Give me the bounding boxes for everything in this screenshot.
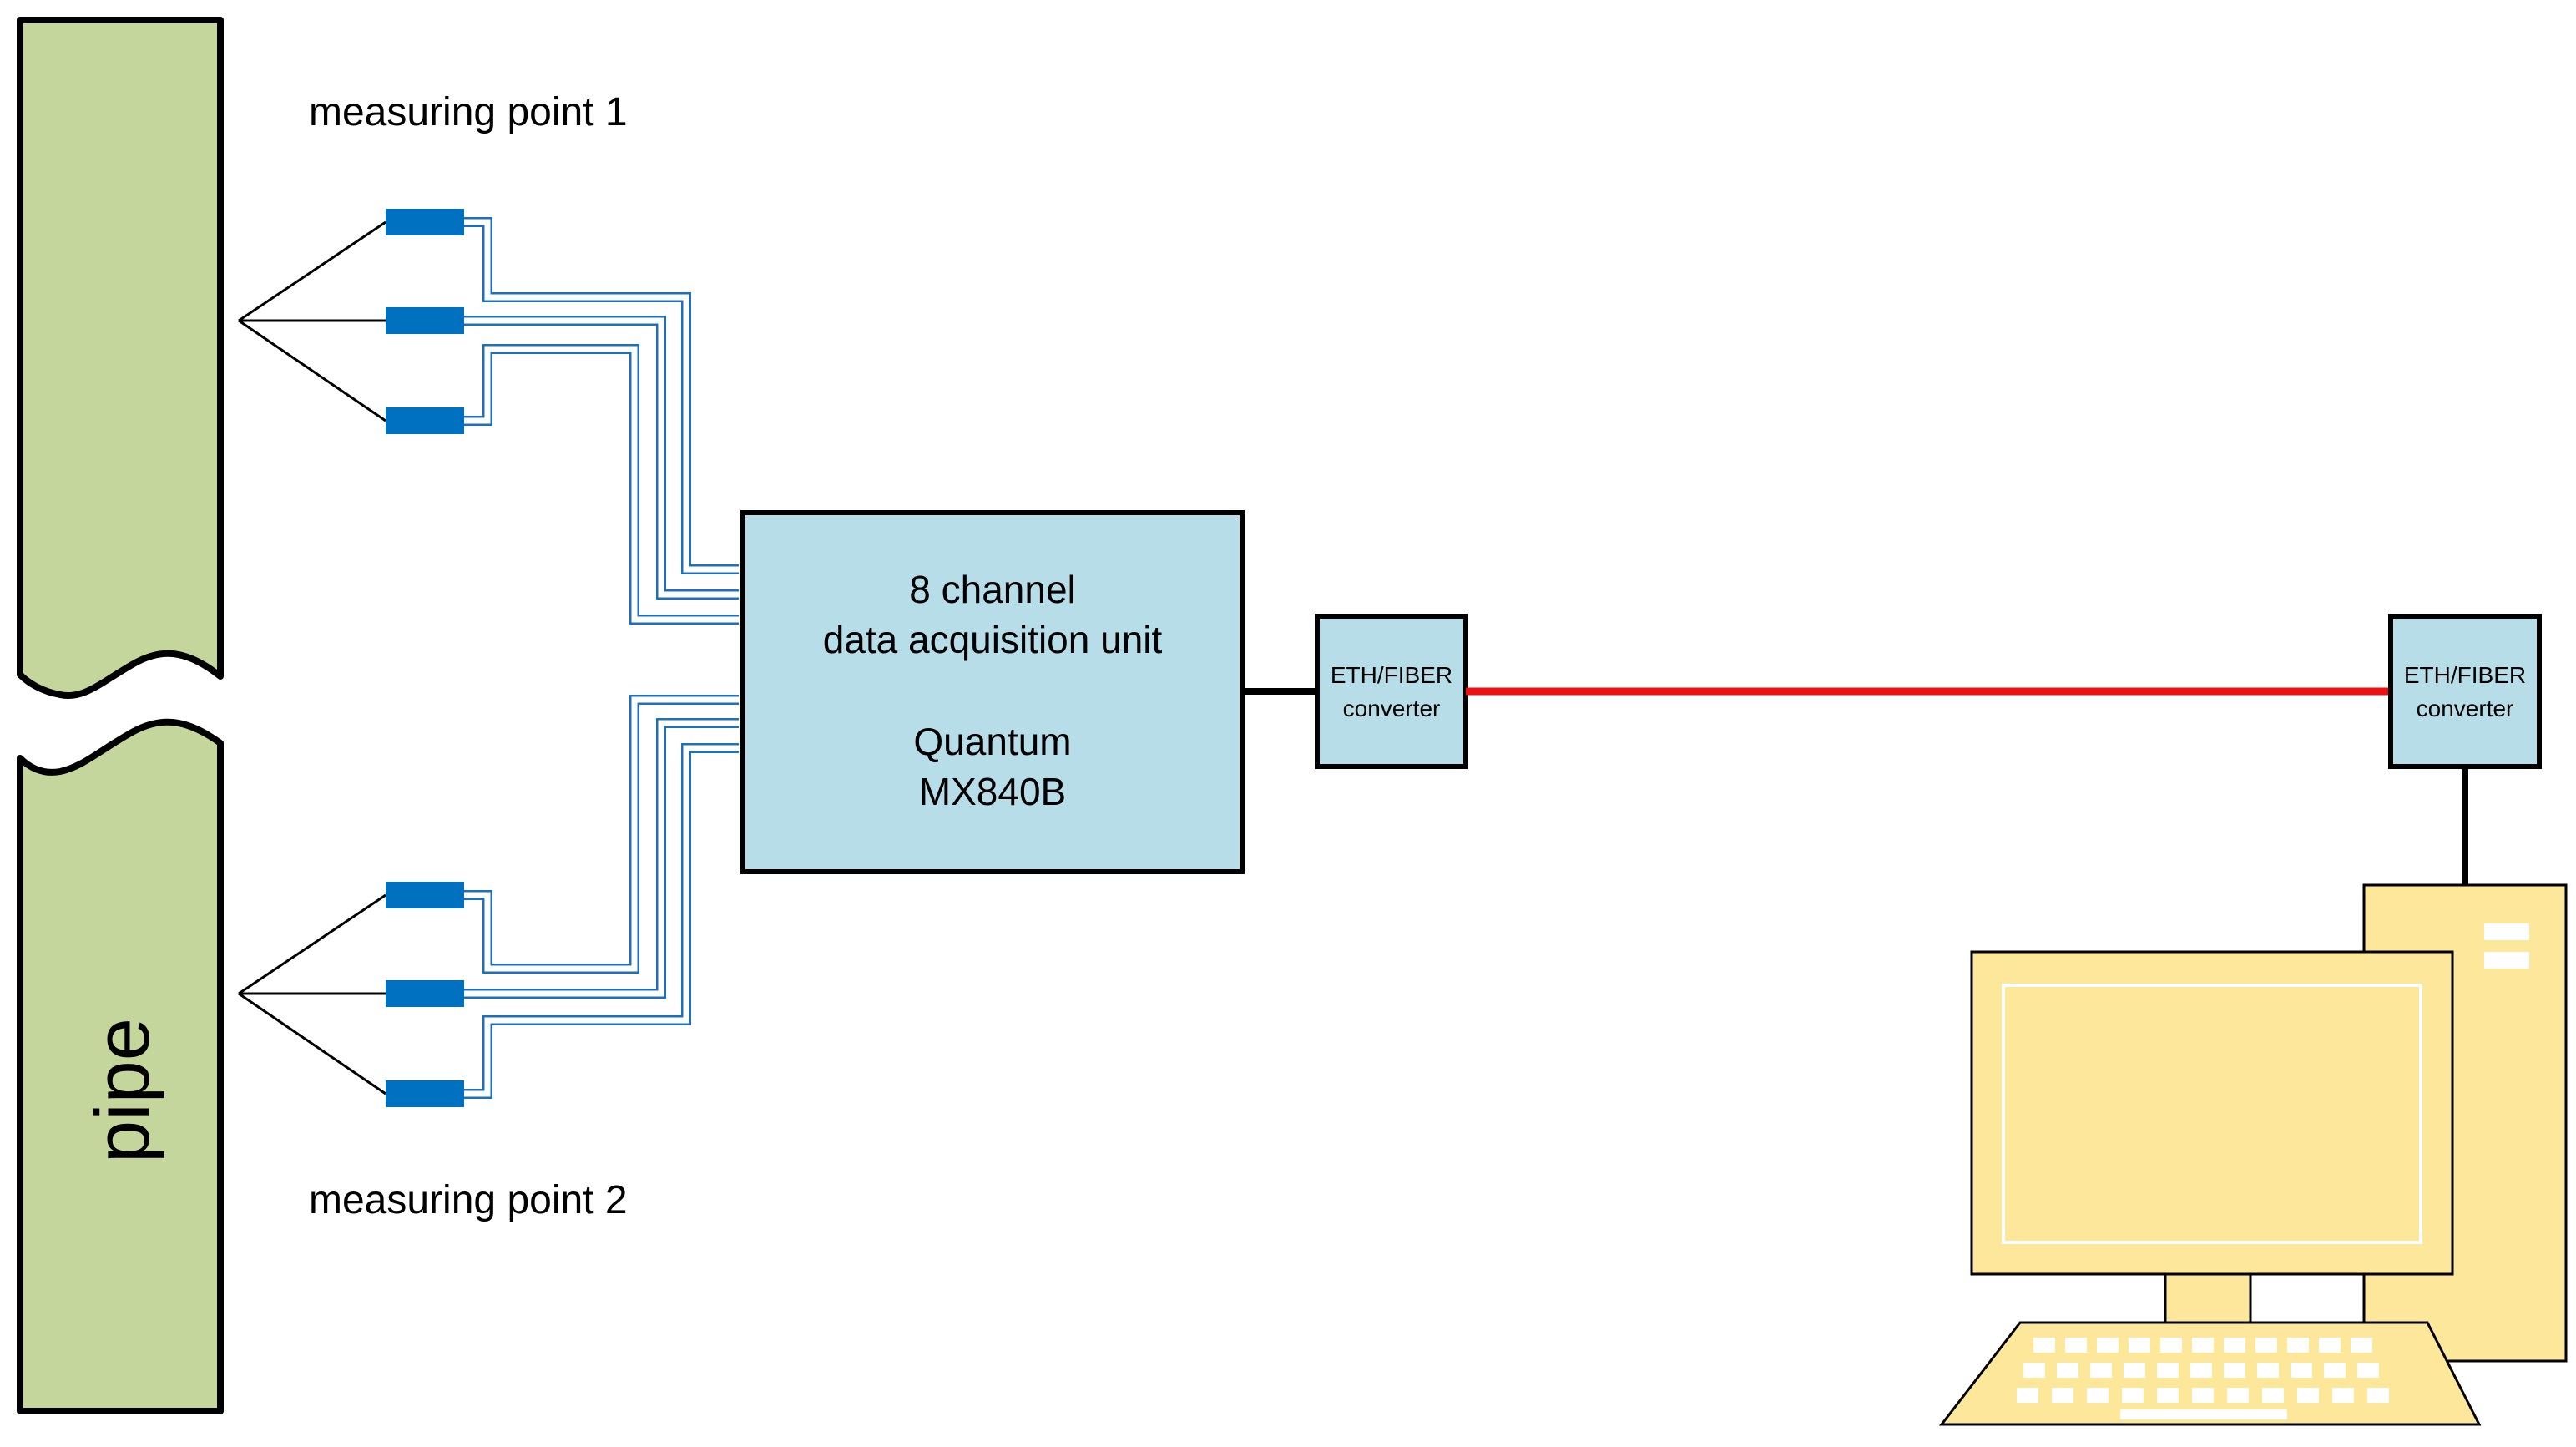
keyboard-key [2297,1388,2319,1403]
daq-unit-line-3: Quantum [913,720,1071,763]
converter-left-line-1: ETH/FIBER [1331,662,1452,688]
keyboard-key [2023,1363,2045,1378]
keyboard-key [2319,1338,2341,1353]
daq-unit-line-1: 8 channel [909,568,1076,611]
keyboard-key [2097,1338,2119,1353]
keyboard-keys [2017,1338,2389,1419]
sensor-icon [386,407,464,434]
tower-drive-slot [2484,923,2529,940]
converter-right-box [2388,614,2542,769]
daq-unit-line-4: MX840B [919,770,1066,813]
keyboard-key [2227,1388,2249,1403]
daq-unit-line-2: data acquisition unit [823,618,1163,661]
keyboard-key [2224,1338,2245,1353]
keyboard-key [2065,1338,2087,1353]
keyboard-key [2351,1338,2372,1353]
measuring-point-1-label: measuring point 1 [309,90,628,134]
keyboard-key [2160,1338,2182,1353]
keyboard-key [2357,1363,2379,1378]
sensor-icon [386,209,464,235]
pipe-lower-segment [17,718,224,1414]
keyboard-key [2224,1363,2245,1378]
pipe-upper-segment [17,17,224,700]
measuring-point-1-leaders [238,220,386,422]
keyboard-key [2157,1388,2179,1403]
measuring-point-2-label: measuring point 2 [309,1178,628,1222]
monitor-stand [2164,1272,2252,1328]
keyboard-key [2291,1363,2312,1378]
measuring-point-2-leaders [238,893,386,1095]
converter-left-box [1315,614,1468,769]
keyboard-key [2262,1388,2284,1403]
sensor-icon [386,1080,464,1107]
tower-drive-slot [2484,952,2529,969]
keyboard-key [2257,1363,2279,1378]
sensors-measuring-point-1 [386,209,464,434]
keyboard-key [2324,1363,2346,1378]
sensor-icon [386,307,464,334]
sensors-measuring-point-2 [386,882,464,1107]
converter-right-line-1: ETH/FIBER [2404,662,2526,688]
keyboard-key [2192,1388,2214,1403]
keyboard-key [2124,1363,2145,1378]
keyboard-spacebar [2120,1409,2287,1419]
keyboard-key [2087,1388,2109,1403]
keyboard-key [2017,1388,2038,1403]
keyboard-key [2287,1338,2309,1353]
sensor-icon [386,980,464,1007]
monitor-screen [2002,984,2422,1244]
keyboard-key [2192,1338,2214,1353]
keyboard-key [2129,1338,2150,1353]
keyboard-key [2332,1388,2354,1403]
keyboard-key [2122,1388,2144,1403]
sensor-icon [386,882,464,908]
keyboard-key [2367,1388,2389,1403]
pipe-label: pipe [80,1018,165,1163]
keyboard-key [2057,1363,2078,1378]
converter-right-line-2: converter [2417,696,2514,721]
monitor [1970,950,2454,1276]
keyboard-key [2190,1363,2212,1378]
keyboard-key [2090,1363,2112,1378]
converter-left-line-2: converter [1343,696,1441,721]
keyboard-key [2033,1338,2055,1353]
keyboard-key [2255,1338,2277,1353]
keyboard-key [2052,1388,2073,1403]
signal-cables [459,217,739,1099]
daq-unit-box [740,510,1245,874]
desktop-computer-icon [1938,883,2568,1426]
keyboard-key [2157,1363,2179,1378]
